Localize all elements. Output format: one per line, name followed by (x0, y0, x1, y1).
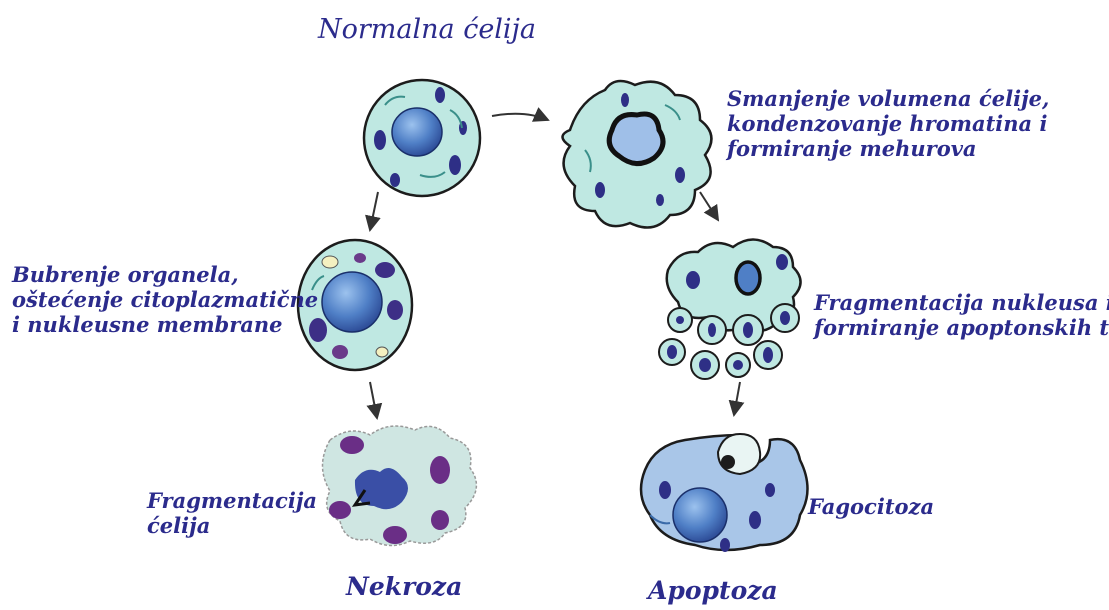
arrow-swollen-to-fragmented (370, 382, 377, 418)
arrow-fragmenting-to-phagocyte (734, 382, 740, 415)
label-necrosis-step1: Bubrenje organela, oštećenje citoplazmat… (12, 262, 318, 337)
label-apoptosis-step1: Smanjenje volumena ćelije, kondenzovanje… (727, 86, 1049, 161)
fragmenting-cell (659, 240, 801, 380)
outcome-apoptosis: Apoptoza (648, 576, 778, 605)
label-necrosis-step2: Fragmentacija ćelija (147, 488, 317, 538)
arrow-normal-to-swollen (370, 192, 378, 230)
label-apoptosis-step3: Fagocitoza (808, 494, 934, 519)
phagocyte-cell (641, 434, 808, 552)
normal-cell (364, 80, 480, 196)
shrinking-cell (563, 81, 712, 228)
arrow-normal-to-shrinking (492, 114, 548, 120)
arrow-shrinking-to-fragmenting (700, 192, 718, 220)
label-apoptosis-step2: Fragmentacija nukleusa i formiranje apop… (814, 290, 1109, 340)
fragmented-cell (323, 426, 477, 546)
outcome-necrosis: Nekroza (346, 572, 462, 601)
